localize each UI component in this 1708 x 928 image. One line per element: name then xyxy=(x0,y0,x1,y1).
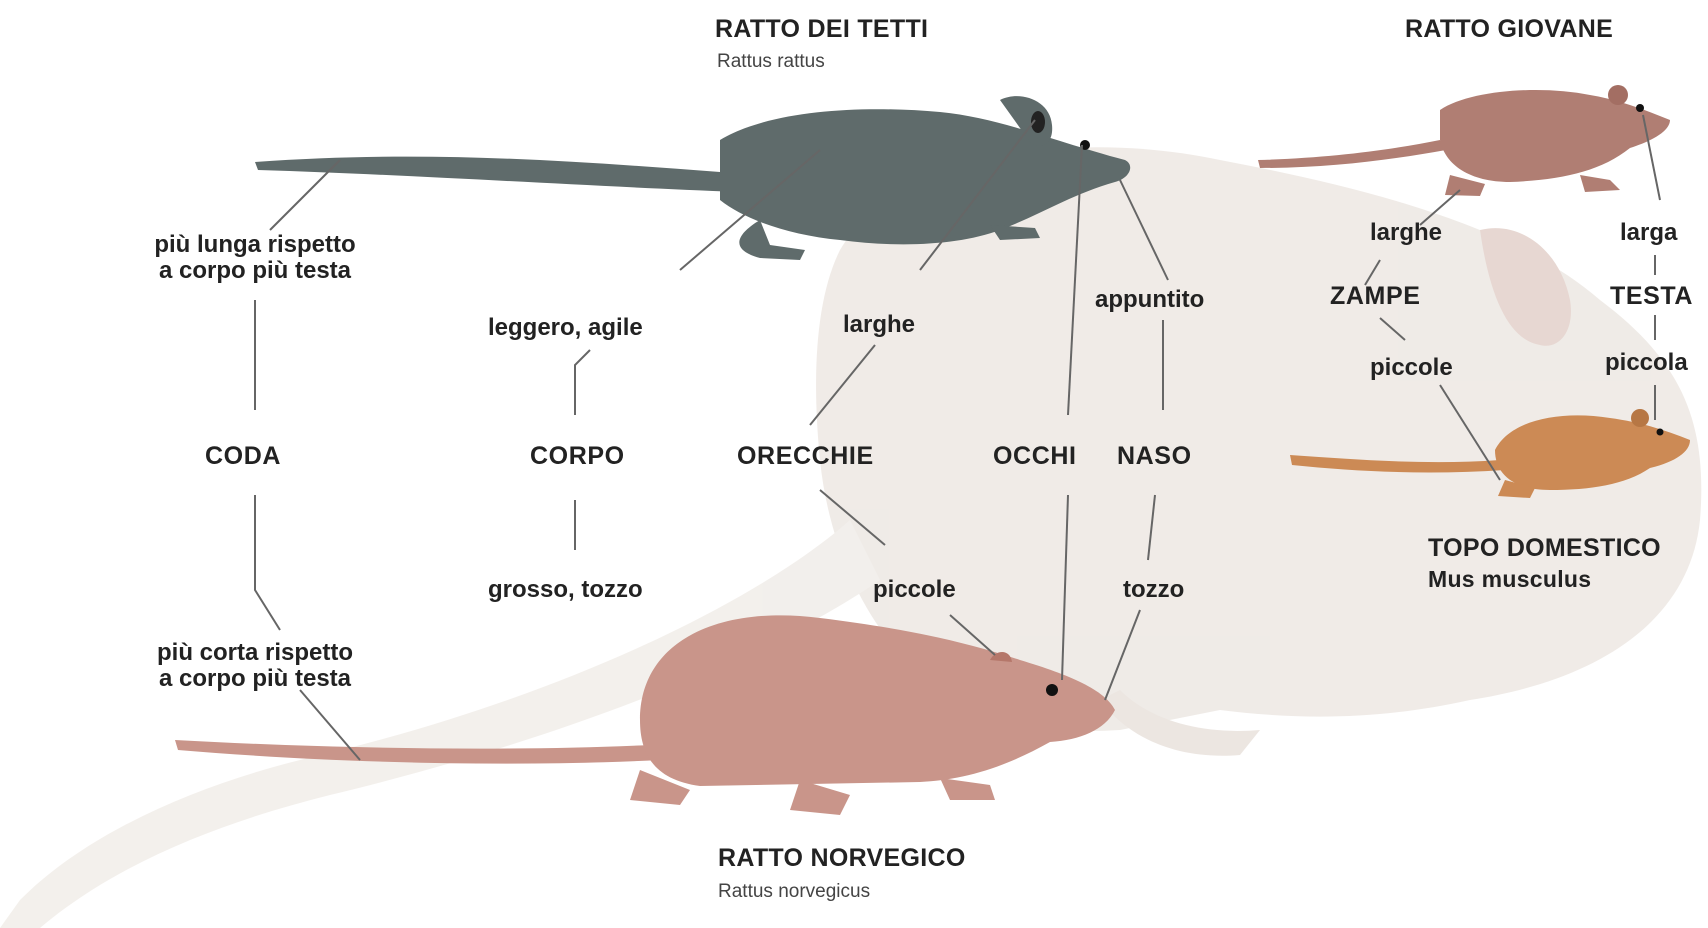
trait-feet-label: ZAMPE xyxy=(1330,283,1421,310)
tail-roof-line-2: a corpo più testa xyxy=(115,258,395,284)
line-tail-lower xyxy=(255,495,280,630)
trait-tail-label: CODA xyxy=(205,443,281,470)
young-rat-name: RATTO GIOVANE xyxy=(1405,16,1613,43)
feet-mouse-description: piccole xyxy=(1370,355,1453,381)
house-mouse-latin: Mus musculus xyxy=(1428,567,1591,592)
roof-rat-tail xyxy=(255,157,740,192)
norway-rat-mid-foot xyxy=(790,780,850,815)
young-rat-ear xyxy=(1608,85,1628,105)
tail-norway-line-1: più corta rispetto xyxy=(115,640,395,666)
house-mouse-ear xyxy=(1631,409,1649,427)
body-norway-description: grosso, tozzo xyxy=(488,577,643,603)
ears-roof-description: larghe xyxy=(843,312,915,338)
norway-rat-name: RATTO NORVEGICO xyxy=(718,845,966,872)
young-rat-body xyxy=(1440,90,1670,182)
trait-body-label: CORPO xyxy=(530,443,625,470)
roof-rat-latin: Rattus rattus xyxy=(717,52,825,73)
trait-ears-label: ORECCHIE xyxy=(737,443,874,470)
ears-norway-description: piccole xyxy=(873,577,956,603)
head-young-description: larga xyxy=(1620,220,1677,246)
tail-norway-line-2: a corpo più testa xyxy=(115,666,395,692)
young-rat-foot xyxy=(1445,175,1485,196)
young-rat-tail xyxy=(1258,140,1446,168)
norway-rat-front-foot xyxy=(940,778,995,800)
feet-young-description: larghe xyxy=(1370,220,1442,246)
norway-rat-eye xyxy=(1046,684,1058,696)
roof-rat-name: RATTO DEI TETTI xyxy=(715,16,928,43)
line-body-upper xyxy=(575,350,590,415)
young-rat-front-foot xyxy=(1580,175,1620,192)
young-rat-eye xyxy=(1636,104,1644,112)
tail-roof-line-1: più lunga rispetto xyxy=(115,232,395,258)
nose-norway-description: tozzo xyxy=(1123,577,1184,603)
head-mouse-description: piccola xyxy=(1605,350,1688,376)
norway-rat-latin: Rattus norvegicus xyxy=(718,882,870,903)
young-rat-illustration xyxy=(1258,85,1670,196)
house-mouse-name: TOPO DOMESTICO xyxy=(1428,535,1661,562)
trait-head-label: TESTA xyxy=(1610,283,1693,310)
nose-roof-description: appuntito xyxy=(1095,287,1204,313)
tail-norway-description: più corta rispetto a corpo più testa xyxy=(115,640,395,692)
body-roof-description: leggero, agile xyxy=(488,315,643,341)
house-mouse-eye xyxy=(1657,429,1664,436)
trait-eyes-label: OCCHI xyxy=(993,443,1077,470)
trait-nose-label: NASO xyxy=(1117,443,1192,470)
tail-roof-description: più lunga rispetto a corpo più testa xyxy=(115,232,395,284)
